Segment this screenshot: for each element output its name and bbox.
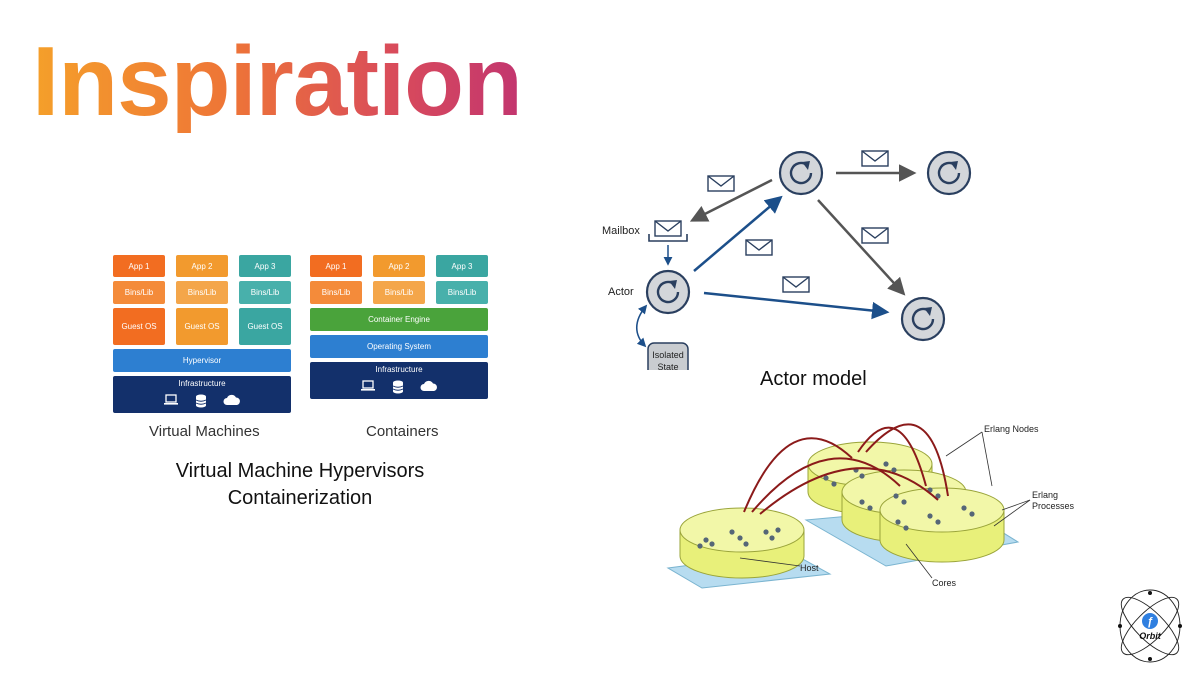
ct-bins-1-block: Bins/Lib <box>310 281 362 304</box>
envelope-icon <box>861 150 889 167</box>
cloud-icon <box>223 394 240 405</box>
vm-subtitle: Virtual Machine Hypervisors Containeriza… <box>110 458 490 512</box>
containers-caption: Containers <box>366 423 439 440</box>
orbit-logo-core <box>1142 613 1158 629</box>
vm-bins-1-block: Bins/Lib <box>113 281 165 304</box>
ct-infrastructure-label: Infrastructure <box>375 365 423 374</box>
mailbox-label: Mailbox <box>602 225 640 237</box>
erlang-process-dots <box>697 461 975 549</box>
vm-bins-3-block: Bins/Lib <box>239 281 291 304</box>
ct-infrastructure-block: Infrastructure <box>310 362 488 399</box>
vm-caption: Virtual Machines <box>149 423 260 440</box>
subtitle-line-2: Containerization <box>227 487 373 509</box>
envelope-icon <box>782 276 810 293</box>
host-label: Host <box>800 563 819 573</box>
arrow-actor-to-bottom <box>703 291 890 320</box>
actor-node-icon <box>900 296 946 342</box>
vm-app-3-block: App 3 <box>239 255 291 277</box>
envelope-icon <box>861 227 889 244</box>
actor-node-icon <box>926 150 972 196</box>
arrow-top-to-bottom <box>817 199 906 296</box>
envelope-icon <box>707 175 735 192</box>
vm-bins-2-block: Bins/Lib <box>176 281 228 304</box>
container-engine-block: Container Engine <box>310 308 488 331</box>
laptop-icon <box>164 394 178 405</box>
orbit-logo-text: Orbit <box>1139 631 1162 641</box>
ct-app-2-block: App 2 <box>373 255 425 277</box>
isolated-state-line-1: Isolated <box>652 350 684 360</box>
vm-guest-os-1-block: Guest OS <box>113 308 165 345</box>
operating-system-block: Operating System <box>310 335 488 358</box>
laptop-icon <box>361 380 375 391</box>
isolated-state-line-2: State <box>657 362 678 370</box>
erlang-nodes-label: Erlang Nodes <box>984 424 1039 434</box>
database-icon <box>195 394 207 408</box>
isolated-state-box <box>647 342 689 370</box>
vm-app-1-block: App 1 <box>113 255 165 277</box>
envelope-icon <box>745 239 773 256</box>
erlang-processes-line-1: Erlang <box>1032 490 1058 500</box>
arrow-actor-to-top <box>693 195 783 272</box>
vm-guest-os-3-block: Guest OS <box>239 308 291 345</box>
vm-app-2-block: App 2 <box>176 255 228 277</box>
actor-node-icon <box>645 269 691 315</box>
database-icon <box>392 380 404 394</box>
cores-label: Cores <box>932 578 957 588</box>
arrow-state-loop <box>636 304 648 348</box>
vm-container-diagram: App 1 App 2 App 3 Bins/Lib Bins/Lib Bins… <box>110 252 494 422</box>
ct-app-1-block: App 1 <box>310 255 362 277</box>
vm-guest-os-2-block: Guest OS <box>176 308 228 345</box>
slide-title: Inspiration <box>32 26 523 136</box>
ct-bins-3-block: Bins/Lib <box>436 281 488 304</box>
subtitle-line-1: Virtual Machine Hypervisors <box>175 460 425 482</box>
mailbox-icon <box>648 220 688 242</box>
leader-lines <box>739 431 1031 579</box>
orbit-logo-glyph: ƒ <box>1147 616 1153 628</box>
vm-infrastructure-block: Infrastructure <box>113 376 291 413</box>
erlang-node <box>679 507 805 579</box>
erlang-node <box>879 487 1005 563</box>
arrow-top-to-mailbox <box>689 178 773 222</box>
actor-model-diagram: Mailbox Actor Isolated State <box>602 150 972 370</box>
ct-bins-2-block: Bins/Lib <box>373 281 425 304</box>
cloud-icon <box>420 380 437 391</box>
node-links <box>743 423 949 515</box>
hypervisor-block: Hypervisor <box>113 349 291 372</box>
ct-app-3-block: App 3 <box>436 255 488 277</box>
orbit-logo: ƒ Orbit <box>1118 589 1182 663</box>
actor-model-caption: Actor model <box>760 368 867 390</box>
vm-infrastructure-label: Infrastructure <box>178 379 226 388</box>
erlang-processes-line-2: Processes <box>1032 501 1075 511</box>
erlang-nodes-diagram: Erlang Nodes Erlang Processes Host Cores <box>666 423 1075 589</box>
actor-label: Actor <box>608 286 634 298</box>
actor-node-icon <box>778 150 824 196</box>
